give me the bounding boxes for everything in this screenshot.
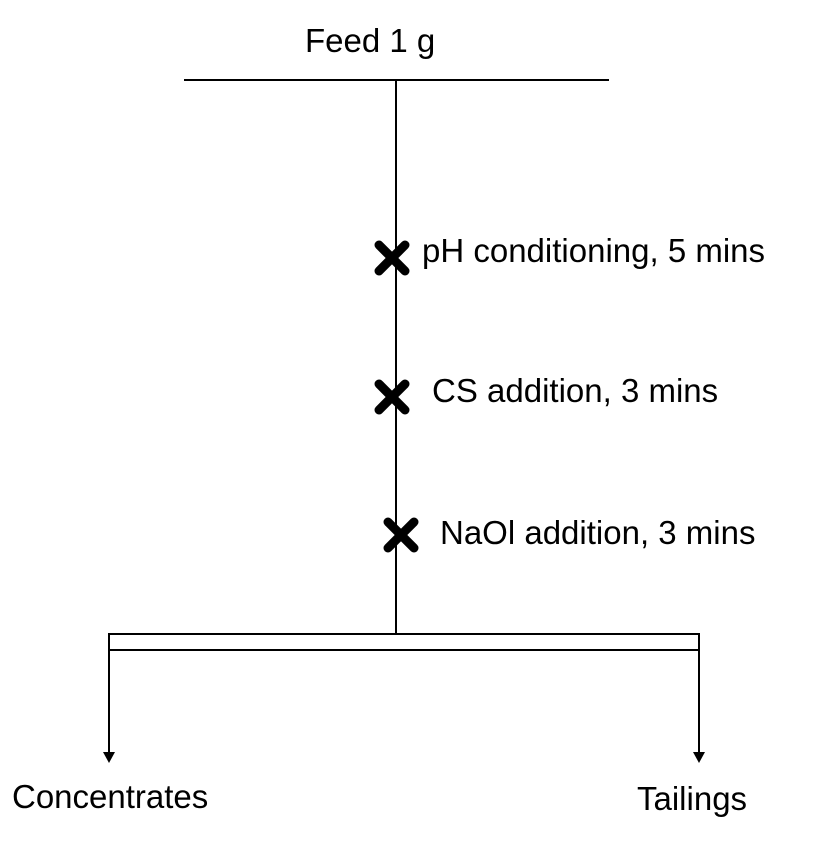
split-box <box>108 633 700 651</box>
step-label-ph-conditioning: pH conditioning, 5 mins <box>422 232 766 269</box>
x-mark-icon <box>374 240 410 276</box>
output-label-concentrates: Concentrates <box>12 778 209 815</box>
output-label-tailings: Tailings <box>637 780 748 817</box>
x-mark-icon <box>383 517 419 553</box>
step-label-naol-addition: NaOl addition, 3 mins <box>440 514 756 551</box>
tailings-arrowhead <box>693 752 705 763</box>
step-label-cs-addition: CS addition, 3 mins <box>432 372 719 409</box>
feed-label: Feed 1 g <box>305 22 436 59</box>
x-mark-icon <box>374 379 410 415</box>
concentrates-arrowhead <box>103 752 115 763</box>
